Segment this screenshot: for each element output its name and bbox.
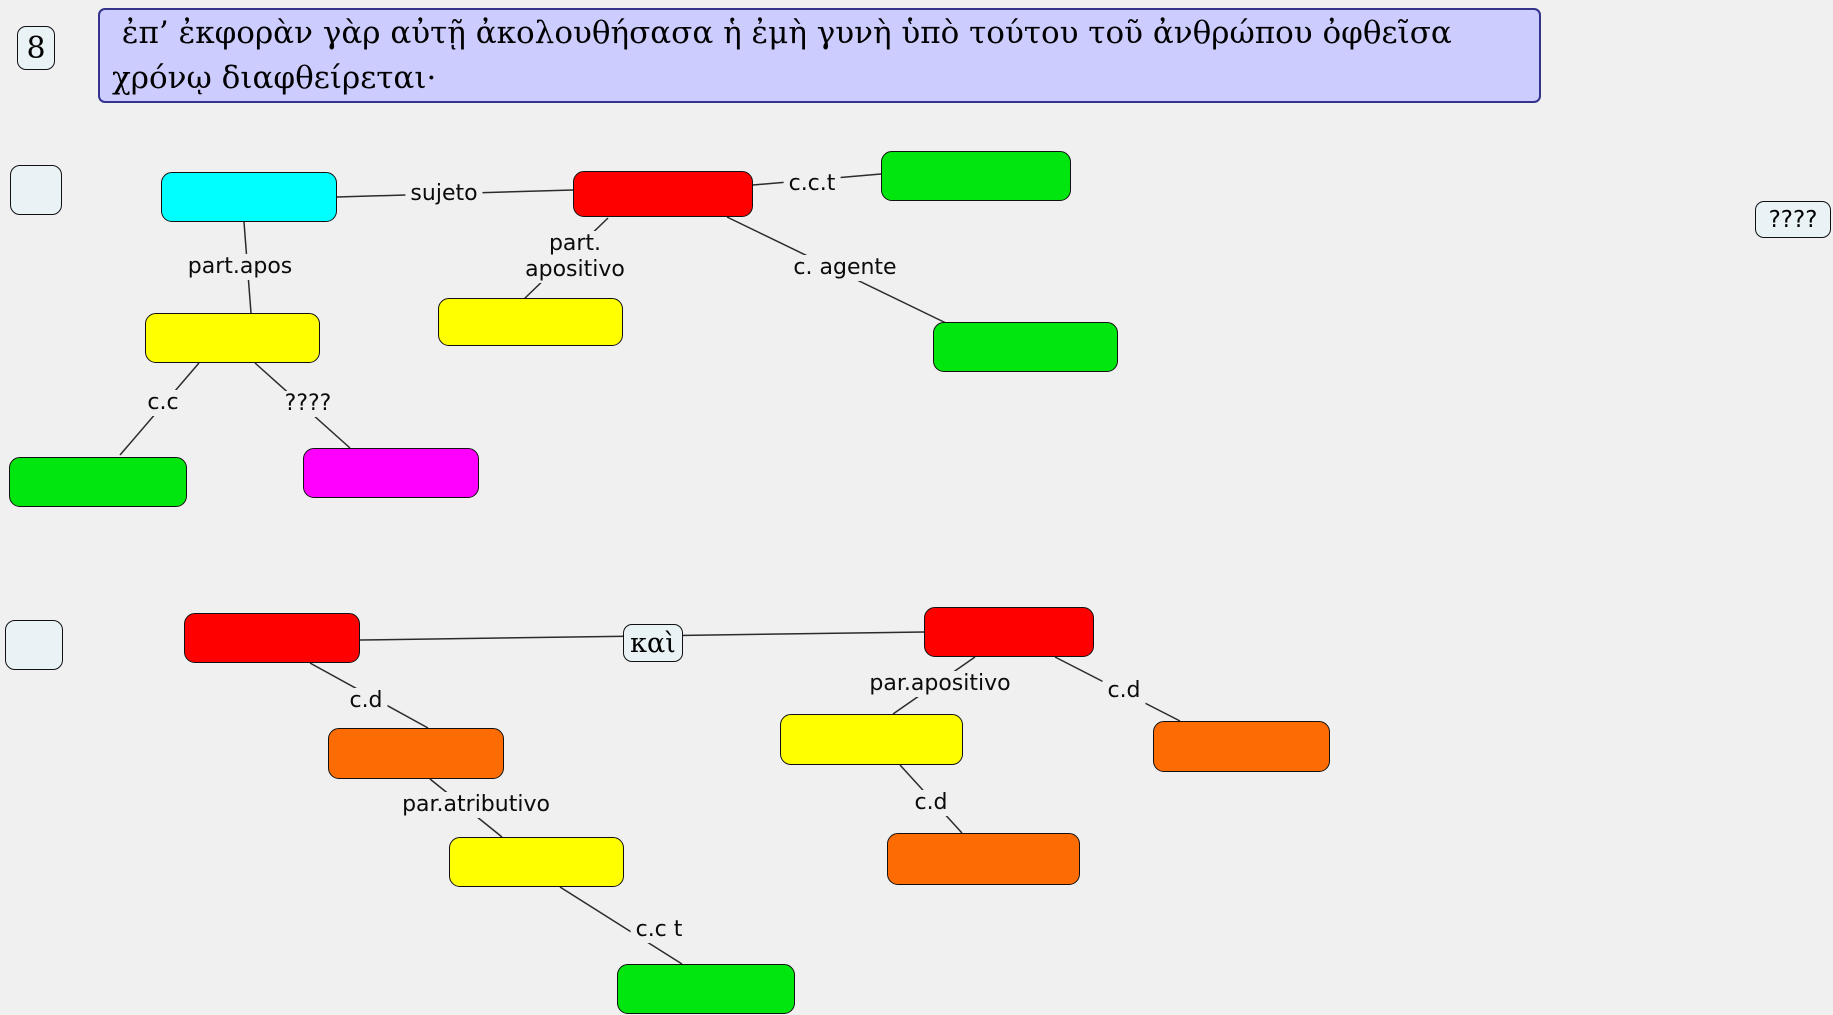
tree2-par-apositivo-box-yellow[interactable] [780, 714, 963, 765]
tree2-cd-left-box-orange[interactable] [328, 728, 504, 779]
label-unknown-placeholder[interactable]: ???? [279, 391, 337, 417]
greek-sentence-box: ἐπ’ ἐκφορὰν γὰρ αὐτῇ ἀκολουθήσασα ἡ ἐμὴ … [98, 8, 1541, 103]
tree1-unknown-box-magenta[interactable] [303, 448, 479, 498]
tree2-left-verb-box-red[interactable] [184, 613, 360, 663]
tree1-part-apos-box-yellow[interactable] [145, 313, 320, 363]
tree1-cc-box-green[interactable] [9, 457, 187, 507]
label-cct[interactable]: c.c.t [783, 171, 841, 197]
exercise-number-badge: 8 [17, 26, 55, 70]
label-c-agente[interactable]: c. agente [788, 255, 902, 281]
unplaced-token-box[interactable]: ???? [1755, 201, 1831, 238]
tree1-c-agente-box-green[interactable] [933, 322, 1118, 372]
conjunction-kai-box[interactable]: καὶ [623, 624, 683, 662]
label-part-apositivo[interactable]: part. apositivo [505, 231, 645, 283]
greek-sentence-line2: ἐπιτηρῶν γὰρ τὴν θεράπαιναν τὴν εἰς τὴν … [112, 101, 1531, 103]
tree1-cct-box-green[interactable] [881, 151, 1071, 201]
tree2-cd-right-box-orange[interactable] [1153, 721, 1330, 772]
tree1-subject-box-red[interactable] [573, 171, 753, 217]
tree2-par-atributivo-box-yellow[interactable] [449, 837, 624, 887]
label-cd-mid[interactable]: c.d [909, 790, 953, 816]
tree1-verb-box-cyan[interactable] [161, 172, 337, 222]
tree2-right-verb-box-red[interactable] [924, 607, 1094, 657]
edge-cc-t [559, 886, 683, 965]
tree1-empty-slot-box[interactable] [10, 165, 62, 215]
tree2-cd-mid-box-orange[interactable] [887, 833, 1080, 885]
tree2-cct-box-green[interactable] [617, 964, 795, 1014]
label-cc[interactable]: c.c [142, 390, 184, 416]
label-cd-right[interactable]: c.d [1102, 678, 1146, 704]
label-cc-t[interactable]: c.c t [630, 917, 688, 943]
label-cd-left[interactable]: c.d [344, 688, 388, 714]
tree1-part-apositivo-box-yellow[interactable] [438, 298, 623, 346]
label-sujeto[interactable]: sujeto [405, 181, 483, 207]
label-part-apositivo-line1: part. [548, 231, 602, 256]
label-part-apositivo-line2: apositivo [525, 257, 625, 282]
label-part-apos[interactable]: part.apos [182, 254, 298, 280]
greek-sentence-line1: ἐπ’ ἐκφορὰν γὰρ αὐτῇ ἀκολουθήσασα ἡ ἐμὴ … [112, 15, 1462, 96]
label-par-apositivo[interactable]: par.apositivo [864, 671, 1016, 697]
label-par-atributivo[interactable]: par.atributivo [397, 792, 555, 818]
tree2-empty-slot-box[interactable] [5, 620, 63, 670]
